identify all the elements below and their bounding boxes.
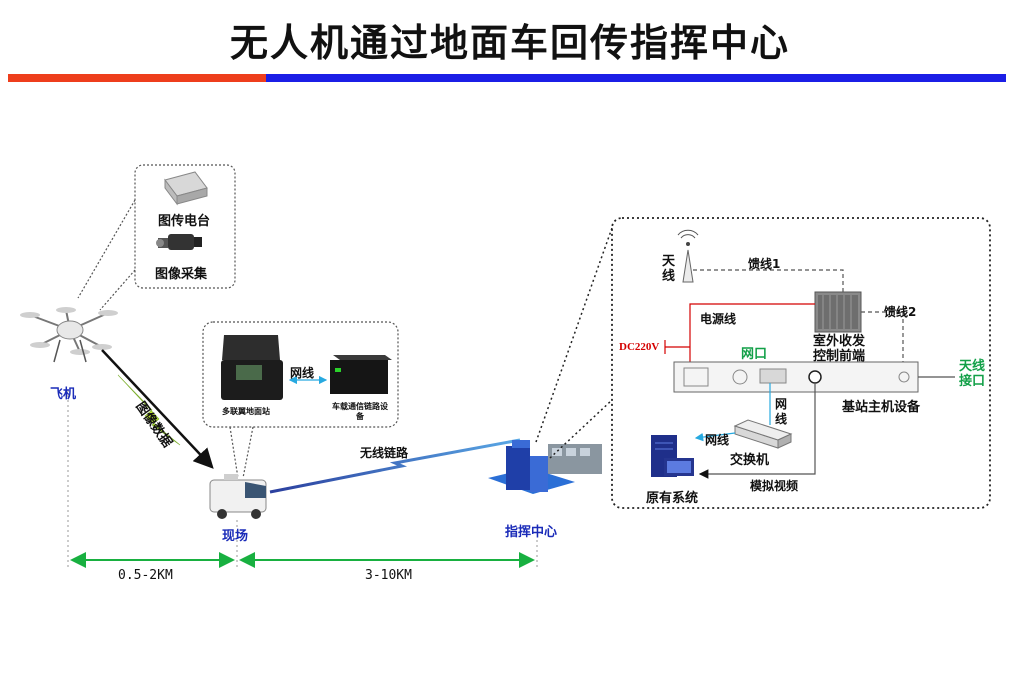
- vehicle-comm-label: 车载通信链路设备: [332, 402, 388, 421]
- command-center-label: 指挥中心: [505, 525, 558, 540]
- vehicle-icon: [209, 474, 267, 519]
- transmitter-label: 图传电台: [158, 214, 211, 229]
- page-title: 无人机通过地面车回传指挥中心: [229, 21, 790, 65]
- camera-icon: [156, 234, 202, 250]
- distance-far-label: 3-10KM: [365, 568, 412, 583]
- title-bar-blue: [266, 74, 1006, 82]
- existing-system-icon: [651, 435, 694, 477]
- existing-system-label: 原有系统: [646, 491, 699, 506]
- antenna-port-label: 天线接口: [958, 359, 985, 389]
- switch-label: 交换机: [730, 453, 770, 468]
- wireless-link-label: 无线链路: [360, 446, 409, 460]
- payload-box: [77, 164, 236, 311]
- switch-icon: [733, 419, 793, 449]
- network-port-label: 网口: [741, 347, 768, 362]
- antenna-label: 天线: [662, 254, 676, 284]
- transmitter-icon: [164, 171, 208, 206]
- ground-station-label: 多联翼地面站: [222, 407, 270, 416]
- distance-markers: [67, 390, 538, 570]
- command-center-icon: [488, 440, 602, 494]
- vehicle-comm-icon: [330, 355, 392, 394]
- host-device-icon: [673, 361, 919, 393]
- power-cable-label: 电源线: [700, 312, 737, 326]
- capture-label: 图像采集: [155, 267, 208, 282]
- drone-label: 飞机: [50, 387, 77, 402]
- outdoor-unit-label: 室外收发控制前端: [812, 334, 865, 364]
- field-kit-box: [202, 321, 399, 479]
- wireless-link-line: [269, 438, 521, 494]
- image-data-link: [101, 349, 214, 469]
- field-network-cable-label: 网线: [290, 366, 315, 380]
- feeder2-label: 馈线2: [884, 305, 917, 319]
- distance-near-label: 0.5-2KM: [118, 568, 173, 583]
- vehicle-label: 现场: [222, 529, 249, 544]
- drone-icon: [20, 307, 118, 363]
- ground-station-icon: [221, 335, 283, 400]
- host-device-label: 基站主机设备: [842, 400, 921, 415]
- analog-video-label: 模拟视频: [750, 479, 799, 493]
- title-bar-red: [8, 74, 266, 82]
- dc-power-label: DC220V: [619, 341, 660, 353]
- network-cable-vertical-label: 网线: [775, 397, 788, 426]
- network-cable-horizontal-label: 网线: [705, 433, 730, 447]
- feeder1-label: 馈线1: [748, 257, 781, 271]
- outdoor-unit-icon: [814, 291, 862, 333]
- antenna-icon: [677, 229, 699, 283]
